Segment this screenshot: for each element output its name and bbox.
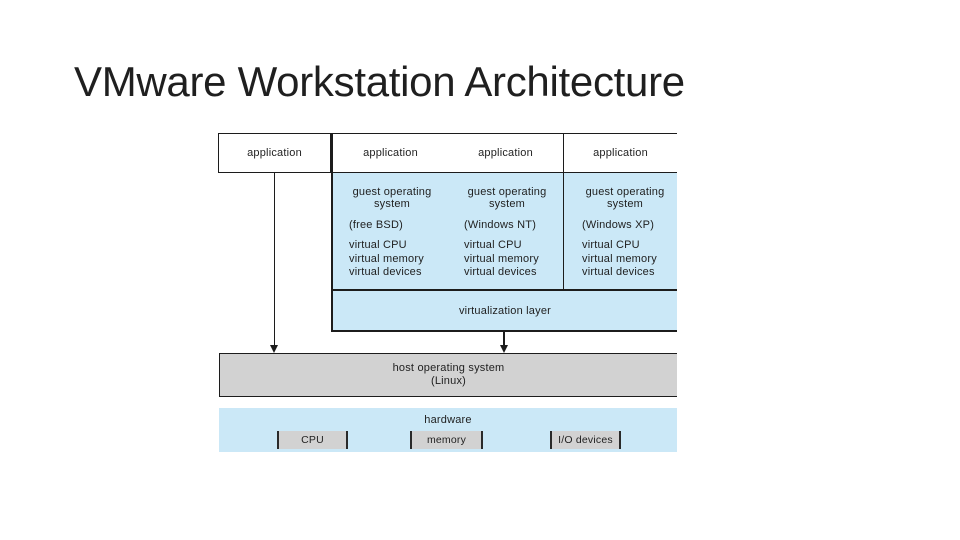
vm2-guest-os-label: guest operating system (467, 186, 547, 210)
vm2-application-box: application (448, 134, 563, 172)
vm2-guest-os-name: (Windows NT) (464, 219, 537, 231)
hardware-memory-label: memory (426, 434, 467, 446)
vm2-virtual-cpu: virtual CPU (464, 239, 522, 251)
host-os-bar: host operating system (Linux) (219, 353, 677, 397)
hardware-bar: hardware CPU memory I/O devices (219, 408, 677, 452)
host-application-box: application (218, 133, 331, 173)
guest-os-row: guest operating system (free BSD) virtua… (331, 173, 677, 291)
vm1-virtual-devices: virtual devices (349, 266, 422, 278)
arrowhead-virtualization-to-host-os (499, 345, 508, 353)
virtualization-layer-box: virtualization layer (331, 291, 677, 332)
vm1-application-box: application (333, 134, 448, 172)
vm3-virtual-cpu: virtual CPU (582, 239, 640, 251)
vm2-virtual-resources: virtual CPU virtual memory virtual devic… (464, 239, 557, 280)
vm2-virtual-memory: virtual memory (464, 252, 539, 265)
vm2-virtual-devices: virtual devices (464, 266, 537, 278)
vm2-application-label: application (478, 147, 533, 159)
hardware-io-devices-box: I/O devices (550, 431, 621, 449)
vm3-application-box: application (563, 134, 677, 172)
vm3-virtual-memory: virtual memory (582, 252, 657, 265)
arrow-virtualization-to-host-os (503, 332, 505, 346)
vm1-virtual-memory: virtual memory (349, 252, 424, 265)
vm3-guest-os-column: guest operating system (Windows XP) virt… (563, 173, 677, 289)
vm1-application-label: application (363, 147, 418, 159)
vm1-virtual-cpu: virtual CPU (349, 239, 407, 251)
hardware-cpu-label: CPU (301, 434, 324, 446)
host-os-detail: (Linux) (430, 375, 467, 387)
arrowhead-application-to-host-os (270, 345, 278, 353)
vm1-guest-os-label: guest operating system (352, 186, 432, 210)
vm3-guest-os-label: guest operating system (585, 186, 665, 210)
hardware-io-devices-label: I/O devices (558, 434, 613, 446)
host-application-label: application (247, 147, 302, 159)
hardware-label: hardware (424, 414, 472, 426)
hardware-cpu-box: CPU (277, 431, 348, 449)
slide-title: VMware Workstation Architecture (74, 58, 685, 105)
vm3-virtual-devices: virtual devices (582, 266, 655, 278)
vm3-virtual-resources: virtual CPU virtual memory virtual devic… (582, 239, 671, 280)
vm-application-row: application application application (331, 133, 677, 173)
vm3-guest-os-name: (Windows XP) (582, 219, 655, 231)
vm1-guest-os-name: (free BSD) (349, 219, 403, 231)
vm1-virtual-resources: virtual CPU virtual memory virtual devic… (349, 239, 442, 280)
vm2-guest-os-column: guest operating system (Windows NT) virt… (448, 173, 563, 289)
host-os-label: host operating system (392, 362, 505, 374)
vm3-application-label: application (593, 147, 648, 159)
virtualization-layer-label: virtualization layer (458, 304, 552, 317)
hardware-memory-box: memory (410, 431, 483, 449)
vm1-guest-os-column: guest operating system (free BSD) virtua… (333, 173, 448, 289)
arrow-application-to-host-os (274, 173, 276, 347)
